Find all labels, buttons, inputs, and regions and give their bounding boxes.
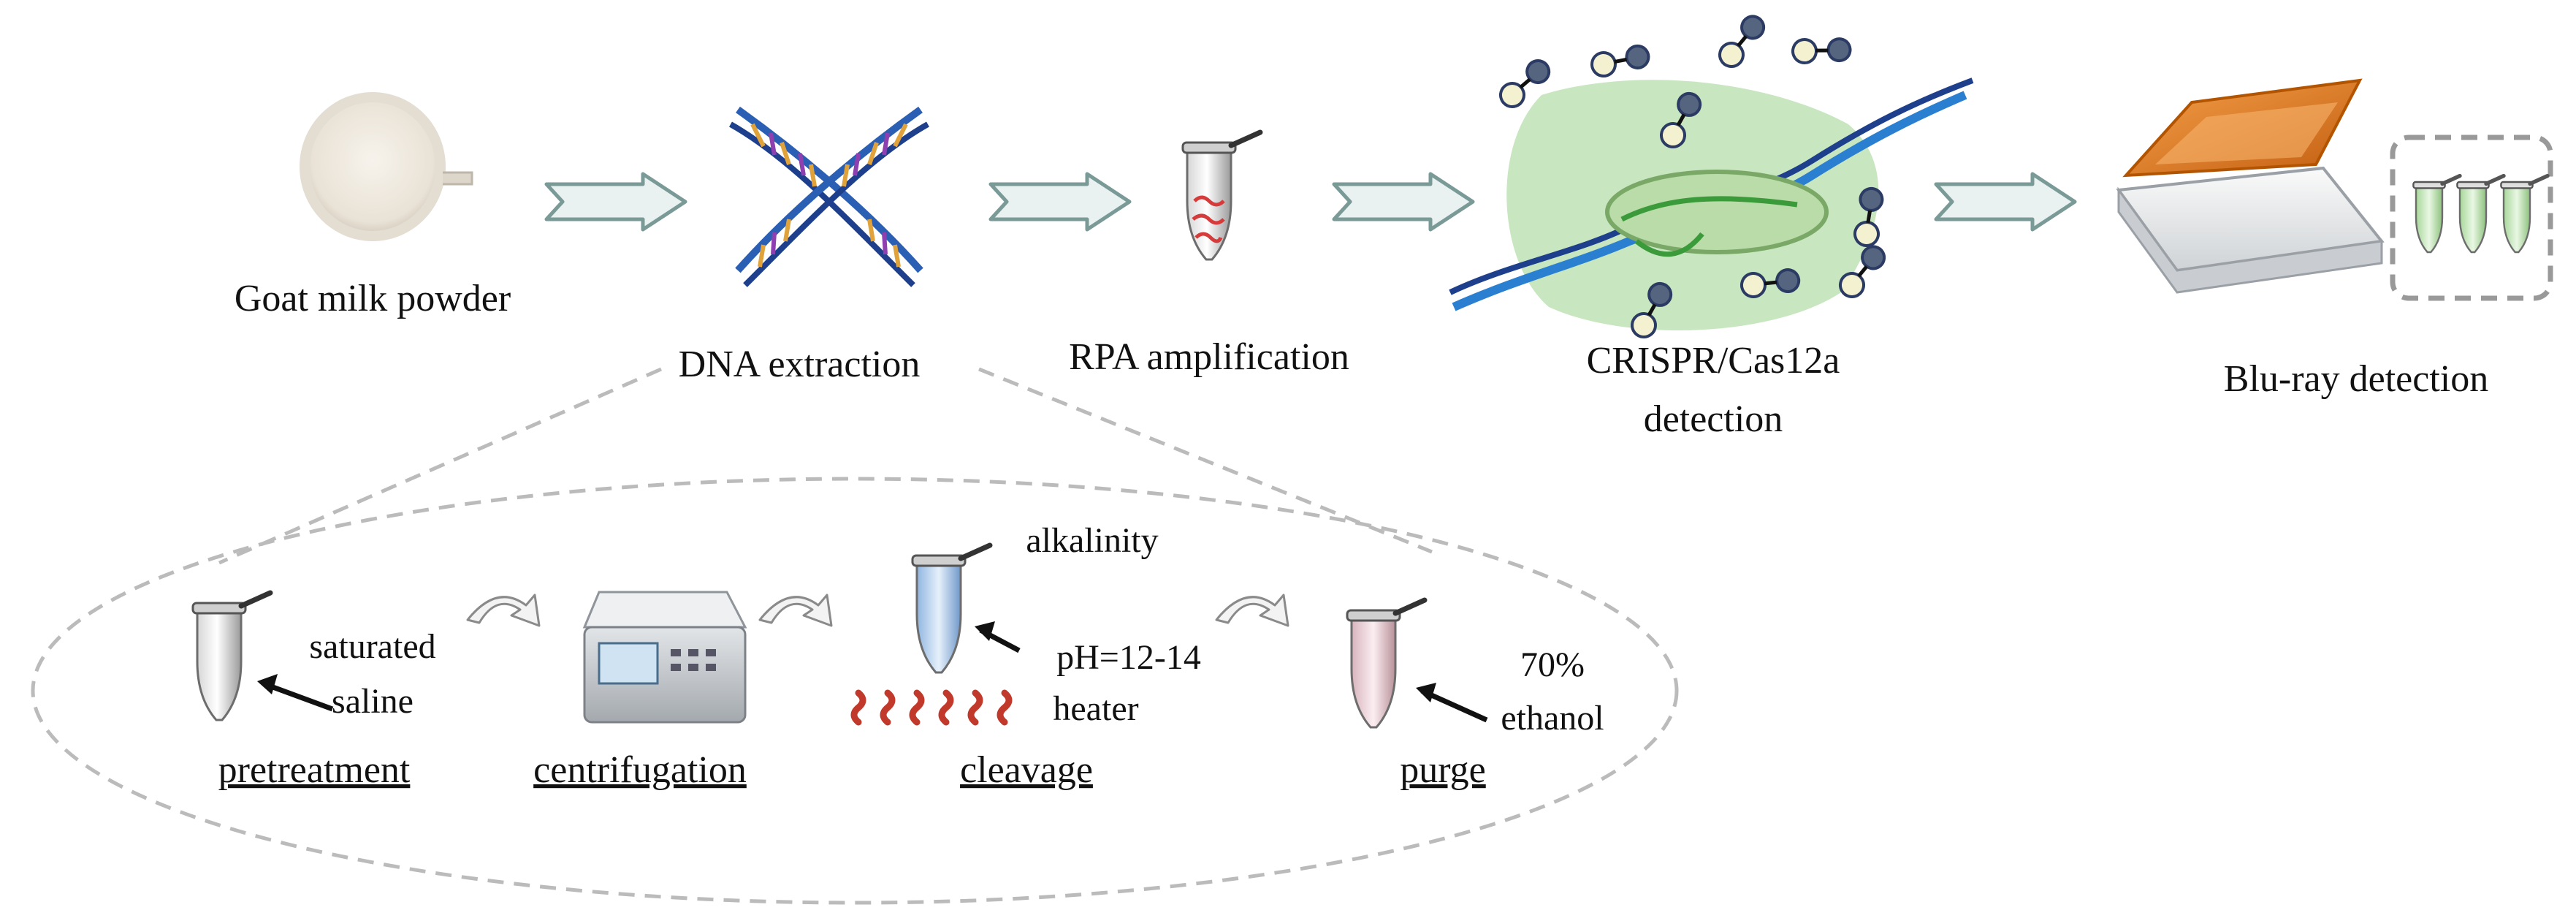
flow-arrow-2 [991, 174, 1129, 230]
ethanol-label: ethanol [1501, 699, 1604, 738]
heater-icon [850, 689, 1013, 726]
cleavage-tube-icon [911, 542, 993, 674]
centrifuge-icon [582, 591, 747, 724]
crispr-label-line2: detection [1644, 398, 1783, 440]
reporter-probe-5 [1789, 25, 1853, 77]
crispr-label-line1: CRISPR/Cas12a [1587, 340, 1840, 382]
saline-label: saline [332, 682, 414, 721]
heater-label: heater [1053, 689, 1138, 728]
purge-tube-icon [1346, 597, 1428, 729]
milk-powder-icon [300, 92, 473, 241]
purge-label: purge [1400, 749, 1485, 791]
step-arrow-2 [758, 594, 833, 627]
goat-milk-label: Goat milk powder [235, 278, 511, 319]
result-tubes-box [2390, 134, 2553, 301]
reporter-probe-2 [1590, 39, 1650, 83]
step-arrow-1 [466, 594, 541, 627]
alkalinity-label: alkalinity [1026, 521, 1158, 560]
ph-label: pH=12-14 [1056, 638, 1201, 677]
dna-double-helix-icon [729, 106, 929, 287]
extraction-detail-ellipse [31, 477, 1679, 905]
centrifugation-label: centrifugation [533, 749, 747, 791]
step-arrow-3 [1215, 594, 1289, 627]
bluray-device-icon [2116, 78, 2385, 294]
pretreatment-label: pretreatment [218, 749, 411, 791]
flow-arrow-3 [1334, 174, 1473, 230]
saline-pointer-arrow [262, 681, 334, 712]
result-tube-1 [2412, 173, 2462, 254]
ethanol-pointer-arrow [1420, 688, 1488, 723]
saturated-label: saturated [309, 627, 435, 666]
crispr-cas12a-icon [1449, 77, 1974, 331]
bluray-label: Blu-ray detection [2224, 358, 2488, 400]
pretreatment-tube-icon [193, 593, 270, 720]
cleavage-label: cleavage [960, 749, 1093, 791]
ethanol-percent-label: 70% [1520, 645, 1585, 684]
rpa-tube-icon [1183, 132, 1260, 259]
rpa-label: RPA amplification [1069, 336, 1349, 378]
zoom-line-left [218, 367, 663, 565]
dna-extraction-label: DNA extraction [679, 344, 921, 385]
result-tube-2 [2456, 173, 2506, 254]
flow-arrow-4 [1936, 174, 2075, 230]
reporter-probe-4 [1710, 12, 1775, 71]
flow-arrow-1 [546, 174, 685, 230]
result-tube-3 [2500, 173, 2550, 254]
